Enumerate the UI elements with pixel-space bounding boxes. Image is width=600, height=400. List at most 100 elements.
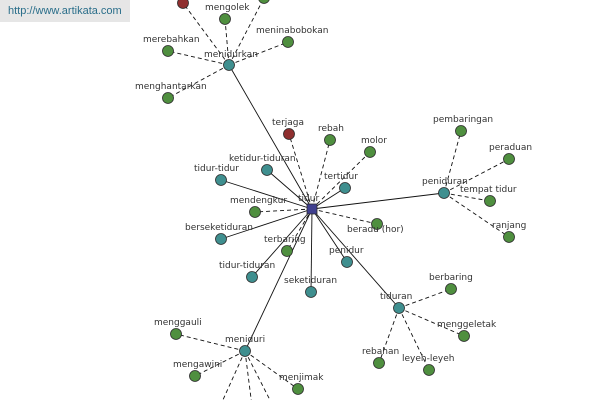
label-ranjang[interactable]: ranjang	[492, 221, 526, 231]
node-terjaga[interactable]	[283, 128, 295, 140]
label-berseketiduran[interactable]: berseketiduran	[185, 223, 253, 233]
edge-meniduri-menggauli	[175, 333, 246, 352]
label-meniduri[interactable]: meniduri	[225, 335, 265, 345]
edge-tidur-terjaga	[288, 133, 313, 210]
edge-menidurkan-top-green	[228, 0, 264, 66]
label-molor[interactable]: molor	[361, 136, 387, 146]
edge-tidur-mendengkur	[254, 208, 313, 213]
edge-meniduri-off-c	[244, 350, 271, 400]
label-beradu[interactable]: beradu (hor)	[347, 225, 404, 235]
label-menggeletak[interactable]: menggeletak	[437, 320, 497, 330]
node-peraduan[interactable]	[503, 153, 515, 165]
edge-menidurkan-mengolek	[224, 18, 230, 66]
label-mengolek[interactable]: mengolek	[205, 3, 250, 13]
node-beradu[interactable]	[371, 218, 383, 230]
edge-menidurkan-meninabobokan	[228, 41, 289, 66]
node-mendengkur[interactable]	[249, 206, 261, 218]
label-rebahan[interactable]: rebahan	[362, 347, 399, 357]
edge-tidur-penidur	[311, 208, 348, 263]
label-berbaring[interactable]: berbaring	[429, 273, 473, 283]
node-leyeh-leyeh[interactable]	[423, 364, 435, 376]
edge-peniduran-tempat-tidur	[443, 192, 491, 202]
edge-tidur-meniduri	[244, 208, 313, 352]
label-pembaringan[interactable]: pembaringan	[433, 115, 493, 125]
node-penidur[interactable]	[341, 256, 353, 268]
node-pembaringan[interactable]	[455, 125, 467, 137]
edge-menidurkan-menghantarkan	[167, 64, 230, 99]
node-tiduran[interactable]	[393, 302, 405, 314]
node-meninabobokan[interactable]	[282, 36, 294, 48]
edge-tidur-menidurkan	[228, 64, 313, 210]
label-peniduran[interactable]: peniduran	[422, 177, 468, 187]
node-molor[interactable]	[364, 146, 376, 158]
node-meniduri[interactable]	[239, 345, 251, 357]
node-peniduran[interactable]	[438, 187, 450, 199]
edge-tidur-tidur-tidur	[220, 179, 313, 210]
node-mengawini[interactable]	[189, 370, 201, 382]
node-menghantarkan[interactable]	[162, 92, 174, 104]
label-menidurkan[interactable]: menidurkan	[204, 50, 258, 60]
label-penidur[interactable]: penidur	[329, 246, 364, 256]
label-mendengkur[interactable]: mendengkur	[230, 196, 287, 206]
node-ketidur-tiduran[interactable]	[261, 164, 273, 176]
label-terjaga[interactable]: terjaga	[272, 118, 304, 128]
node-tidur-tidur[interactable]	[215, 174, 227, 186]
node-top-red[interactable]	[177, 0, 189, 9]
label-peraduan[interactable]: peraduan	[489, 143, 532, 153]
node-terbaring[interactable]	[281, 245, 293, 257]
label-layer: tidur menidurkan mengolek merebahkan meninab…	[135, 3, 532, 383]
edge-meniduri-off-b	[244, 350, 252, 400]
edge-menidurkan-top-red	[182, 2, 230, 66]
node-mengolek[interactable]	[219, 13, 231, 25]
label-tiduran[interactable]: tiduran	[380, 292, 412, 302]
node-menggeletak[interactable]	[458, 330, 470, 342]
edge-menidurkan-merebahkan	[167, 50, 230, 66]
label-tidur[interactable]: tidur	[298, 194, 319, 204]
label-menggauli[interactable]: menggauli	[154, 318, 202, 328]
label-menghantarkan[interactable]: menghantarkan	[135, 82, 207, 92]
edge-tidur-peniduran	[311, 192, 445, 210]
label-tertidur[interactable]: tertidur	[324, 172, 358, 182]
edge-layer	[167, 0, 510, 400]
node-berseketiduran[interactable]	[215, 233, 227, 245]
label-ketidur-tiduran[interactable]: ketidur-tiduran	[229, 154, 296, 164]
label-menjimak[interactable]: menjimak	[279, 373, 324, 383]
label-terbaring[interactable]: terbaring	[264, 235, 306, 245]
label-meninabobokan[interactable]: meninabobokan	[256, 26, 328, 36]
node-tertidur[interactable]	[339, 182, 351, 194]
node-layer	[162, 0, 515, 395]
label-rebah[interactable]: rebah	[318, 124, 344, 134]
label-mengawini[interactable]: mengawini	[173, 360, 222, 370]
edge-meniduri-menjimak	[244, 350, 299, 390]
edge-tidur-seketiduran	[310, 208, 313, 293]
node-ranjang[interactable]	[503, 231, 515, 243]
node-rebah[interactable]	[324, 134, 336, 146]
label-leyeh-leyeh[interactable]: leyeh-leyeh	[402, 354, 454, 364]
node-menidurkan[interactable]	[223, 59, 235, 71]
node-berbaring[interactable]	[445, 283, 457, 295]
node-menjimak[interactable]	[292, 383, 304, 395]
edge-tidur-berseketiduran	[220, 208, 313, 240]
node-tidur-tiduran[interactable]	[246, 271, 258, 283]
edge-tidur-rebah	[311, 139, 331, 210]
label-tidur-tiduran[interactable]: tidur-tiduran	[219, 261, 275, 271]
edge-tiduran-rebahan	[378, 307, 400, 364]
edge-tidur-tidur-tiduran	[251, 208, 313, 278]
site-watermark[interactable]: http://www.artikata.com	[0, 0, 130, 22]
node-tidur[interactable]	[306, 203, 318, 215]
label-seketiduran[interactable]: seketiduran	[284, 276, 337, 286]
edge-peniduran-peraduan	[443, 158, 510, 194]
node-rebahan[interactable]	[373, 357, 385, 369]
edge-meniduri-mengawini	[194, 350, 246, 377]
node-menggauli[interactable]	[170, 328, 182, 340]
node-tempat-tidur[interactable]	[484, 195, 496, 207]
label-tidur-tidur[interactable]: tidur-tidur	[194, 164, 239, 174]
node-top-green[interactable]	[258, 0, 270, 4]
label-merebahkan[interactable]: merebahkan	[143, 35, 200, 45]
label-tempat-tidur[interactable]: tempat tidur	[460, 185, 517, 195]
edge-tidur-ketidur-tiduran	[266, 169, 313, 210]
node-seketiduran[interactable]	[305, 286, 317, 298]
node-merebahkan[interactable]	[162, 45, 174, 57]
edge-tiduran-menggeletak	[398, 307, 465, 337]
